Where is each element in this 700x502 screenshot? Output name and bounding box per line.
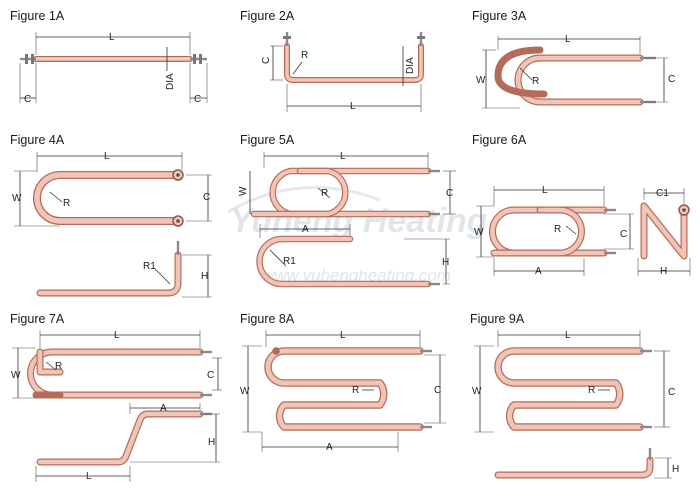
tube <box>494 448 654 479</box>
dim-label: H <box>672 464 679 475</box>
figure-title: Figure 7A <box>10 312 65 326</box>
dim-label: R <box>554 224 561 235</box>
figure-8a: Figure 8A L W R C A <box>240 312 446 453</box>
figure-6a: Figure 6A L W R C A <box>472 133 691 277</box>
dim-label: W <box>474 227 484 238</box>
dim-label: L <box>340 151 346 162</box>
terminal-nut <box>193 54 196 64</box>
figure-title: Figure 4A <box>10 133 65 147</box>
dim-label: L <box>565 330 571 341</box>
dim-label: L <box>350 101 356 112</box>
figure-title: Figure 9A <box>470 312 525 326</box>
dim-label: R <box>301 50 308 61</box>
tube <box>283 32 425 83</box>
dim-label: C <box>203 192 210 203</box>
figure-title: Figure 6A <box>472 133 527 147</box>
dim-label: C <box>668 387 675 398</box>
terminal-nut <box>31 54 34 64</box>
dim-label: A <box>160 403 167 414</box>
dim-label: DIA <box>165 73 176 90</box>
dim-label: L <box>565 34 571 45</box>
dim-label: W <box>11 370 21 381</box>
dim-label: W <box>12 193 22 204</box>
dim-label: C <box>24 94 31 105</box>
dim-label: DIA <box>405 57 416 74</box>
figure-title: Figure 8A <box>240 312 295 326</box>
figure-title: Figure 2A <box>240 9 295 23</box>
watermark-url: www.yuhengheating.com <box>262 266 451 285</box>
figure-title: Figure 1A <box>10 9 65 23</box>
dim-label: C <box>446 188 453 199</box>
dim-label: C <box>668 74 675 85</box>
dim-label: R <box>321 188 328 199</box>
dim-label: C <box>620 229 627 240</box>
dim-label: A <box>302 224 309 235</box>
dim-label: R1 <box>283 256 296 267</box>
tube <box>640 202 690 260</box>
figure-4a: Figure 4A L W R C R1 H <box>10 133 212 298</box>
figure-7a: Figure 7A L W R C A <box>10 312 222 482</box>
dim-label: A <box>326 442 333 453</box>
dim-label: H <box>208 437 215 448</box>
dim-label: W <box>476 75 486 86</box>
figure-1a: Figure 1A L DIA C C <box>10 9 208 105</box>
figure-9a: Figure 9A L W R C H <box>470 312 679 479</box>
dim-label: C <box>194 94 201 105</box>
tube <box>264 347 432 431</box>
dim-label: C <box>207 370 214 381</box>
tube <box>36 410 212 466</box>
dim-label: R <box>352 385 359 396</box>
dim-label: W <box>472 386 482 397</box>
dim-label: W <box>240 386 250 397</box>
dim-label: L <box>542 185 548 196</box>
dim-label: H <box>201 271 208 282</box>
figure-3a: Figure 3A L W R C <box>472 9 675 109</box>
dim-label: C1 <box>656 188 669 199</box>
tube <box>256 235 440 288</box>
tube <box>494 347 652 431</box>
dim-label: L <box>114 330 120 341</box>
watermark: Yuheng Heating www.yuhengheating.com <box>227 186 488 285</box>
figure-title: Figure 3A <box>472 9 527 23</box>
dim-label: R1 <box>143 261 156 272</box>
dim-label: R <box>588 385 595 396</box>
figure-title: Figure 5A <box>240 133 295 147</box>
tube <box>27 348 212 399</box>
watermark-brand: Yuheng Heating <box>230 202 488 240</box>
dim-label: L <box>104 151 110 162</box>
dim-label: W <box>238 186 249 196</box>
dim-label: L <box>340 330 346 341</box>
terminal-nut <box>25 54 28 64</box>
dim-label: C <box>434 385 441 396</box>
dim-label: H <box>660 266 667 277</box>
dim-label: C <box>261 57 272 64</box>
tube <box>36 241 182 297</box>
tube <box>20 54 207 64</box>
dim-label: R <box>532 76 539 87</box>
dim-label: H <box>442 257 449 268</box>
figure-5a: Figure 5A L W R C A R1 <box>238 133 456 288</box>
tube <box>489 206 616 257</box>
dim-label: L <box>109 32 115 43</box>
dim-label: A <box>535 266 542 277</box>
dim-label: R <box>63 198 70 209</box>
dim-label: L <box>86 471 92 482</box>
dim-label: R <box>55 361 62 372</box>
tube <box>494 46 656 106</box>
figure-2a: Figure 2A C R DIA L <box>240 9 425 112</box>
terminal-nut <box>199 54 202 64</box>
tube <box>33 169 184 227</box>
tube <box>250 167 440 218</box>
